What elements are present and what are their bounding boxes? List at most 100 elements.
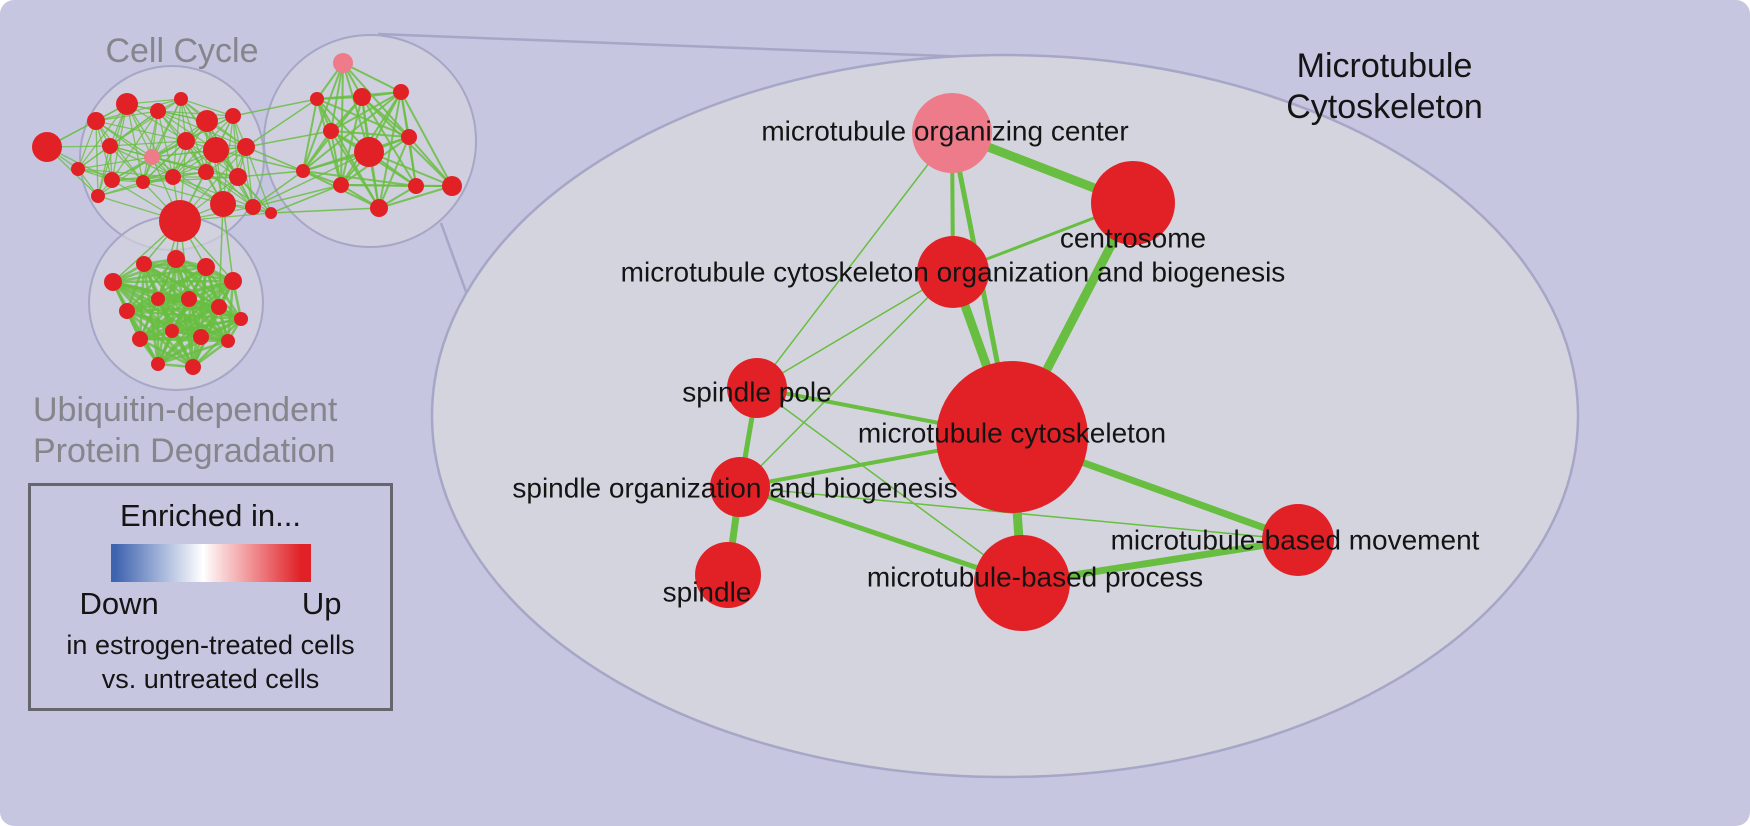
overview-edge	[188, 298, 229, 342]
overview-node[interactable]	[353, 88, 371, 106]
overview-node[interactable]	[197, 258, 215, 276]
overview-node[interactable]	[224, 272, 242, 290]
overview-cross-edge	[252, 151, 370, 208]
overview-edge	[139, 337, 194, 369]
overview-edge	[139, 337, 229, 343]
overview-cross-edge	[245, 98, 318, 148]
overview-node[interactable]	[393, 84, 409, 100]
node-microtubule-cytoskeleton[interactable]	[936, 361, 1088, 513]
overview-edge	[95, 120, 144, 183]
overview-node[interactable]	[333, 177, 349, 193]
overview-node[interactable]	[132, 331, 148, 347]
overview-edge	[232, 115, 254, 208]
overview-edge	[126, 103, 144, 183]
node-label-microtubule-based-movement: microtubule-based movement	[1111, 525, 1480, 556]
overview-node[interactable]	[203, 137, 229, 163]
overview-node[interactable]	[159, 200, 201, 242]
overview-edge	[316, 98, 342, 186]
node-microtubule-based-movement[interactable]	[1262, 504, 1334, 576]
overview-edge	[408, 136, 453, 187]
overview-edge	[171, 305, 220, 333]
node-label-microtubule-cytoskeleton: microtubule cytoskeleton	[858, 418, 1166, 449]
overview-node[interactable]	[91, 189, 105, 203]
overview-node[interactable]	[102, 138, 118, 154]
cluster-label-microtubule-line1: Microtubule	[1296, 47, 1473, 85]
cluster-label-cell-cycle: Cell Cycle	[105, 32, 259, 70]
overview-edge	[302, 130, 332, 172]
overview-node[interactable]	[221, 334, 235, 348]
node-microtubule-organizing-center[interactable]	[912, 93, 992, 173]
overview-edge	[142, 98, 182, 183]
legend-caption: in estrogen-treated cells vs. untreated …	[31, 628, 390, 696]
overview-node[interactable]	[265, 207, 277, 219]
overview-node[interactable]	[442, 176, 462, 196]
overview-node[interactable]	[370, 199, 388, 217]
node-label-spindle-pole: spindle pole	[682, 377, 831, 408]
overview-node[interactable]	[323, 123, 339, 139]
cluster-label-ubiquitin: Ubiquitin-dependent Protein Degradation	[33, 390, 337, 472]
overview-node[interactable]	[151, 292, 165, 306]
overview-node[interactable]	[333, 53, 353, 73]
overview-cross-edge	[270, 184, 342, 214]
overview-node[interactable]	[104, 273, 122, 291]
overview-node[interactable]	[136, 256, 152, 272]
overview-node[interactable]	[71, 162, 85, 176]
overview-node[interactable]	[167, 250, 185, 268]
node-label-spindle-organization-and-biogenesis: spindle organization and biogenesis	[512, 473, 957, 504]
overview-node[interactable]	[104, 172, 120, 188]
overview-node[interactable]	[229, 168, 247, 186]
overview-node[interactable]	[174, 92, 188, 106]
node-label-spindle: spindle	[663, 577, 752, 608]
overview-node[interactable]	[151, 357, 165, 371]
node-spindle[interactable]	[695, 542, 761, 608]
cluster-label-ubiquitin-line1: Ubiquitin-dependent	[33, 391, 338, 429]
overview-edge	[378, 185, 453, 209]
overview-node[interactable]	[87, 112, 105, 130]
overview-cross-edge	[252, 184, 342, 208]
overview-edge	[109, 145, 144, 183]
node-spindle-organization-and-biogenesis[interactable]	[710, 457, 770, 517]
overview-node[interactable]	[165, 169, 181, 185]
overview-node[interactable]	[32, 132, 62, 162]
overview-node[interactable]	[296, 164, 310, 178]
overview-node[interactable]	[237, 138, 255, 156]
overview-node[interactable]	[401, 129, 417, 145]
overview-node[interactable]	[245, 199, 261, 215]
overview-node[interactable]	[193, 329, 209, 345]
overview-edge	[95, 120, 174, 178]
overview-node[interactable]	[211, 299, 227, 315]
node-spindle-pole[interactable]	[727, 358, 787, 418]
overview-node[interactable]	[185, 359, 201, 375]
overview-edge	[142, 181, 224, 205]
overview-edge	[157, 339, 229, 366]
overview-node[interactable]	[408, 178, 424, 194]
overview-edge	[156, 258, 178, 365]
node-microtubule-cytoskeleton-organization-and-biogenesis[interactable]	[917, 236, 989, 308]
overview-node[interactable]	[136, 175, 150, 189]
overview-node[interactable]	[144, 149, 160, 165]
overview-node[interactable]	[196, 110, 218, 132]
overview-node[interactable]	[210, 191, 236, 217]
overview-node[interactable]	[177, 132, 195, 150]
node-centrosome[interactable]	[1091, 161, 1175, 245]
overview-node[interactable]	[225, 108, 241, 124]
overview-edge	[205, 171, 254, 208]
overview-edge	[342, 62, 402, 93]
overview-node[interactable]	[181, 291, 197, 307]
overview-node[interactable]	[354, 137, 384, 167]
overview-node[interactable]	[119, 303, 135, 319]
overview-node[interactable]	[310, 92, 324, 106]
overview-node[interactable]	[234, 312, 248, 326]
overview-node[interactable]	[165, 324, 179, 338]
overview-edge	[111, 103, 128, 181]
node-microtubule-based-process[interactable]	[974, 535, 1070, 631]
overview-edge	[126, 258, 177, 312]
overview-cross-edge	[218, 203, 224, 308]
node-label-microtubule-cytoskeleton-organization-and-biogenesis: microtubule cytoskeleton organization an…	[621, 257, 1286, 288]
overview-cross-edge	[245, 146, 304, 172]
overview-node[interactable]	[198, 164, 214, 180]
overview-edge	[142, 110, 159, 183]
overview-node[interactable]	[116, 93, 138, 115]
overview-node[interactable]	[150, 103, 166, 119]
overview-edge	[342, 62, 370, 153]
